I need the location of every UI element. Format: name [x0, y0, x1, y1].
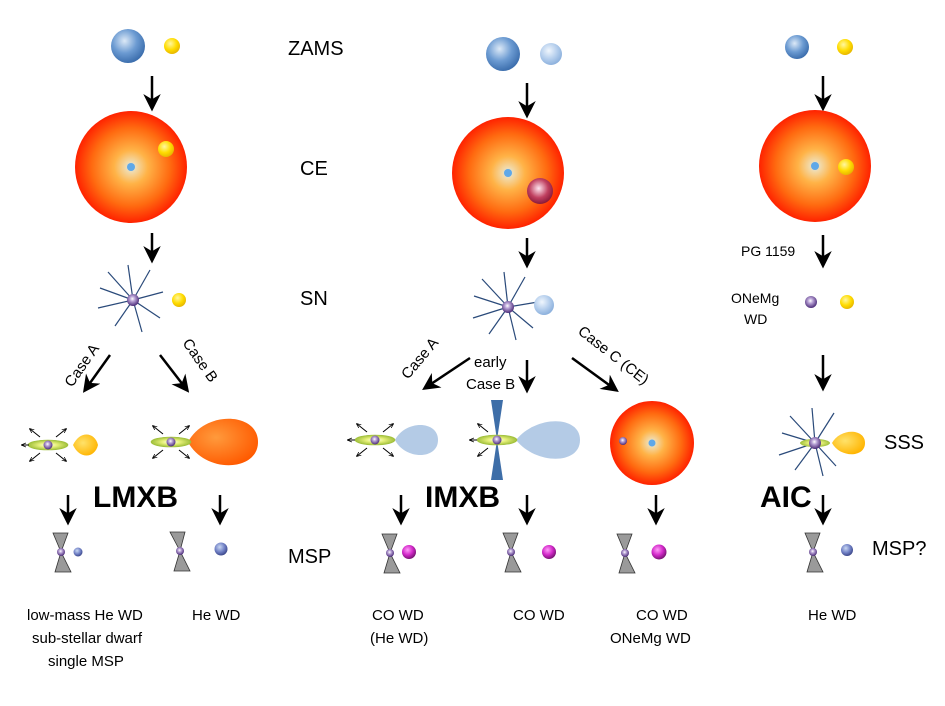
jets-arrows-icon	[153, 426, 189, 458]
arrow-case-a	[422, 356, 471, 390]
donor-lobe-icon	[832, 431, 865, 455]
pg1159-label: PG 1159	[741, 243, 795, 259]
msp-beam-icon	[381, 533, 401, 574]
arrow-case-b	[159, 354, 190, 393]
zams-companion-star-icon	[164, 38, 180, 54]
outcome-c4-line1: CO WD	[513, 607, 565, 624]
zams-primary-star-icon	[111, 29, 145, 63]
donor-lobe-icon	[395, 425, 438, 455]
donor-lobe-large-icon	[188, 418, 258, 466]
he-wd-companion-icon	[73, 547, 83, 557]
jets-arrows-icon	[470, 424, 489, 456]
outcome-c2-line1: He WD	[192, 607, 241, 624]
msp-beam-icon	[169, 531, 191, 572]
arrow-case-a	[82, 354, 112, 393]
column-lmxb: Case A Case B LMXB	[22, 29, 258, 670]
donor-lobe-icon	[73, 434, 98, 456]
case-b-label: Case B	[179, 336, 221, 386]
engulfed-companion-icon	[527, 178, 553, 204]
case-c-label: Case C (CE)	[575, 323, 652, 389]
stage-label-ce: CE	[300, 158, 328, 180]
stage-label-msp: MSP	[288, 546, 331, 568]
accreting-ns-icon	[370, 435, 380, 445]
accreting-ns-icon	[492, 435, 502, 445]
outflow-cone-icon	[491, 440, 503, 480]
co-wd-companion-icon	[542, 545, 556, 559]
channel-label-imxb: IMXB	[425, 481, 500, 514]
early-case-b-label-2: Case B	[466, 376, 515, 393]
sss-label: SSS	[884, 432, 924, 454]
msp-beam-icon	[52, 532, 72, 573]
column-aic: PG 1159 ONeMg WD SSS AIC MSP? He WD	[731, 35, 926, 624]
co-wd-companion-icon	[402, 545, 416, 559]
jets-arrows-icon	[348, 424, 393, 456]
zams-companion-star-icon	[540, 43, 562, 65]
sn-companion-star-icon	[534, 295, 554, 315]
msp-beam-icon	[804, 532, 824, 573]
outcome-c5-line1: CO WD	[636, 607, 688, 624]
donor-lobe-large-icon	[516, 421, 580, 459]
column-imxb: Case A early Case B Case C (CE) IM	[348, 37, 694, 647]
onemg-wd-icon	[805, 296, 817, 308]
channel-label-lmxb: LMXB	[93, 481, 178, 514]
outflow-cone-icon	[491, 400, 503, 440]
msp-question-label: MSP?	[872, 538, 926, 560]
case-a-label: Case A	[61, 341, 103, 390]
envelope-core-icon	[648, 439, 656, 447]
envelope-core-icon	[127, 163, 135, 171]
he-wd-companion-icon	[214, 542, 228, 556]
accreting-ns-icon	[166, 437, 176, 447]
outcome-c1-line1: low-mass He WD	[27, 607, 143, 624]
outcome-c6-line1: He WD	[808, 607, 857, 624]
outcome-c3-line1: CO WD	[372, 607, 424, 624]
msp-beam-icon	[616, 533, 636, 574]
outcome-c1-line3: single MSP	[48, 653, 124, 670]
zams-primary-star-icon	[785, 35, 809, 59]
engulfed-ns-icon	[619, 437, 627, 445]
channel-label-aic: AIC	[760, 481, 812, 514]
early-case-b-label-1: early	[474, 354, 507, 371]
zams-primary-star-icon	[486, 37, 520, 71]
envelope-core-icon	[811, 162, 819, 170]
outcome-c5-line2: ONeMg WD	[610, 630, 691, 647]
envelope-core-icon	[504, 169, 512, 177]
accreting-ns-icon	[43, 440, 53, 450]
sn-companion-star-icon	[172, 293, 186, 307]
neutron-star-icon	[502, 301, 514, 313]
he-wd-companion-icon	[841, 544, 853, 556]
stage-label-zams: ZAMS	[288, 38, 344, 60]
msp-beam-icon	[502, 532, 522, 573]
outcome-c1-line2: sub-stellar dwarf	[32, 630, 143, 647]
onemg-wd-label-2: WD	[744, 311, 767, 327]
accreting-wd-icon	[809, 437, 821, 449]
wd-companion-star-icon	[840, 295, 854, 309]
jets-arrows-icon	[22, 429, 66, 461]
arrow-case-c	[571, 356, 619, 393]
onemg-wd-label-1: ONeMg	[731, 290, 779, 306]
neutron-star-icon	[127, 294, 139, 306]
case-a-label: Case A	[398, 335, 442, 383]
zams-companion-star-icon	[837, 39, 853, 55]
outcome-c3-line2: (He WD)	[370, 630, 428, 647]
engulfed-companion-icon	[838, 159, 854, 175]
co-onemg-wd-companion-icon	[651, 544, 667, 560]
stage-label-sn: SN	[300, 288, 328, 310]
engulfed-companion-icon	[158, 141, 174, 157]
